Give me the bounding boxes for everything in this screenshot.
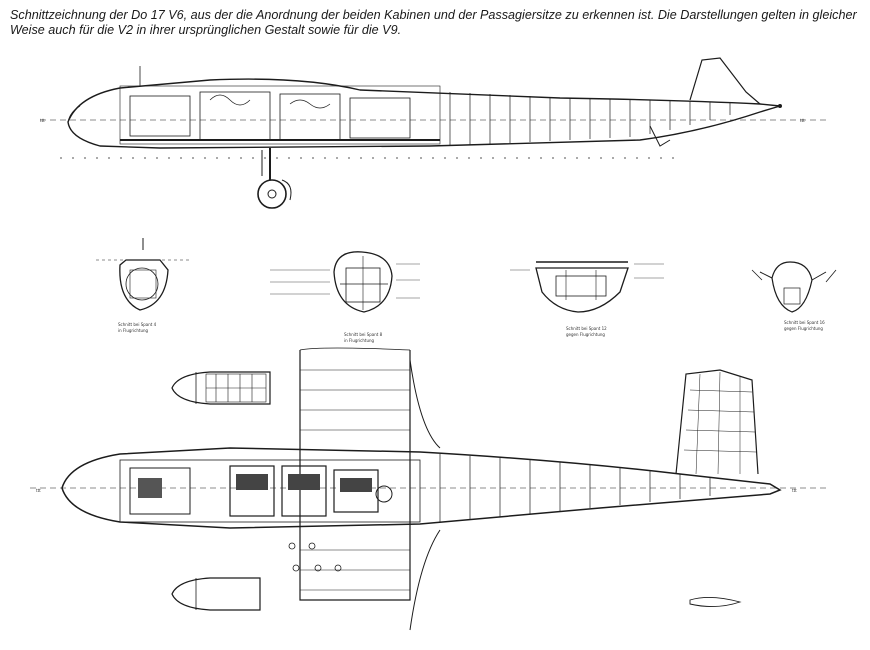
svg-text:ttt: ttt [36,488,41,493]
svg-text:ttt: ttt [792,488,797,493]
plan-view: ttt ttt [30,347,830,631]
caption-line-2: Weise auch für die V2 in ihrer ursprüngl… [10,23,402,37]
svg-text:in Flugrichtung: in Flugrichtung [118,328,149,333]
svg-text:Schnitt bei Spant 4: Schnitt bei Spant 4 [118,322,157,327]
cross-section-c: Schnitt bei Spant 12 gegen Flugrichtung [510,261,664,337]
side-view: ttt ttt [40,57,830,209]
cross-section-d: Schnitt bei Spant 16 gegen Flugrichtung [751,261,837,331]
figure-caption: Schnittzeichnung der Do 17 V6, aus der d… [10,8,857,38]
svg-text:ttt: ttt [40,118,45,123]
cross-section-b: Schnitt bei Spant 8 in Flugrichtung [270,251,420,343]
caption-line-1: Schnittzeichnung der Do 17 V6, aus der d… [10,8,857,22]
svg-text:in Flugrichtung: in Flugrichtung [344,338,375,343]
cross-section-a: Schnitt bei Spant 4 in Flugrichtung [96,238,190,333]
svg-text:gegen Flugrichtung: gegen Flugrichtung [784,326,823,331]
svg-text:ttt: ttt [800,118,805,123]
svg-text:Schnitt bei Spant 12: Schnitt bei Spant 12 [566,326,607,331]
svg-text:Schnitt bei Spant 8: Schnitt bei Spant 8 [344,332,383,337]
svg-text:Schnitt bei Spant 16: Schnitt bei Spant 16 [784,320,825,325]
svg-text:gegen Flugrichtung: gegen Flugrichtung [566,332,605,337]
